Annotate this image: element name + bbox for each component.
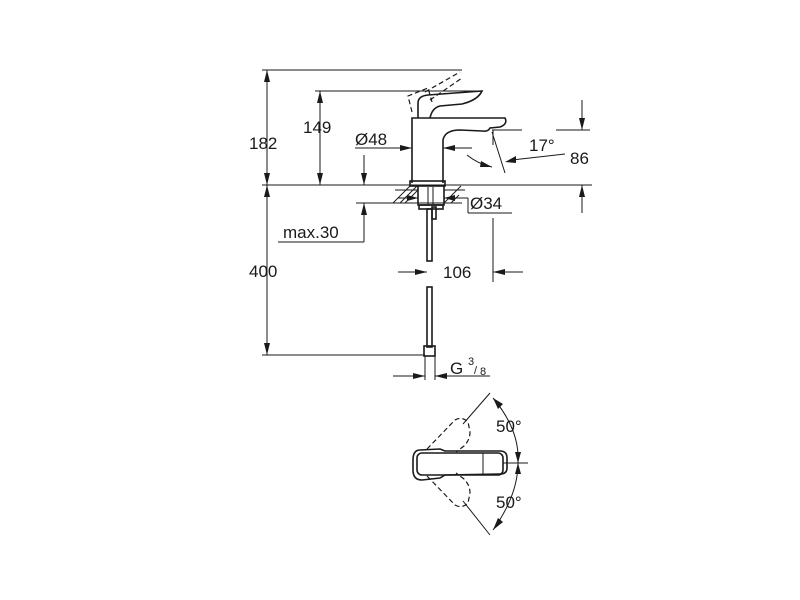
faucet-side-view <box>392 71 507 380</box>
dimension-182 <box>264 70 270 185</box>
dimension-106 <box>398 130 523 282</box>
label-86: 86 <box>570 149 589 168</box>
label-diameter-34: Ø34 <box>470 194 502 213</box>
label-connection-slash: / <box>474 365 478 377</box>
label-182: 182 <box>249 134 277 153</box>
label-diameter-48: Ø48 <box>355 130 387 149</box>
dimension-400 <box>264 185 270 355</box>
dimension-149 <box>317 91 323 185</box>
dimension-max-30 <box>278 202 460 243</box>
dimension-connection <box>393 373 490 379</box>
label-17-degrees: 17° <box>529 136 555 155</box>
label-connection-denominator: 8 <box>480 366 486 378</box>
label-connection-numerator: 3 <box>468 356 474 368</box>
label-149: 149 <box>303 118 331 137</box>
label-400: 400 <box>249 262 277 281</box>
dimension-diameter-48 <box>355 145 472 185</box>
label-max-30: max.30 <box>283 223 339 242</box>
label-rotation-down: 50° <box>496 493 522 512</box>
label-106: 106 <box>443 263 471 282</box>
dimension-spout <box>466 100 590 213</box>
label-connection-g: G <box>450 359 463 378</box>
label-rotation-up: 50° <box>496 417 522 436</box>
faucet-top-view <box>412 392 528 536</box>
dimension-diameter-34 <box>398 195 512 214</box>
